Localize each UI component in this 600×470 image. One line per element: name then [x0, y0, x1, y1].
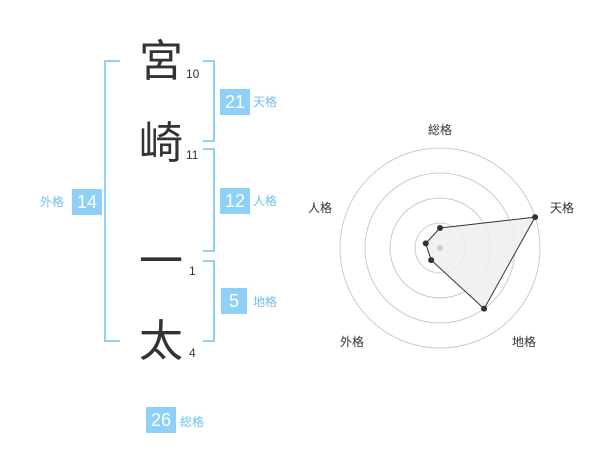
name-char-2: 崎: [139, 118, 183, 169]
gaikaku-bracket: [104, 60, 120, 342]
name-char-1: 宮: [139, 36, 183, 87]
radar-axis-label-soukaku: 総格: [428, 122, 452, 137]
name-char-3: 一: [139, 236, 183, 287]
radar-point-3: [428, 257, 435, 264]
radar-point-4: [422, 240, 429, 247]
radar-chart: 総格 天格 地格 外格 人格: [308, 122, 574, 349]
radar-axis-label-chikaku: 地格: [512, 334, 536, 349]
jinkaku-bracket: [203, 148, 215, 252]
tenkaku-label: 天格: [253, 95, 278, 109]
radar-polygon: [425, 216, 537, 310]
radar-point-1: [532, 214, 539, 221]
chikaku-label: 地格: [253, 295, 278, 309]
stroke-count-4: 4: [189, 346, 196, 360]
radar-ring-4: [339, 147, 541, 349]
stroke-count-3: 1: [189, 264, 196, 278]
soukaku-label: 総格: [180, 415, 205, 429]
radar-point-2: [481, 305, 488, 312]
tenkaku-badge: 21: [220, 89, 250, 115]
gaikaku-label: 外格: [40, 195, 65, 209]
tenkaku-bracket: [203, 60, 215, 142]
jinkaku-label: 人格: [253, 194, 278, 208]
soukaku-badge: 26: [146, 407, 176, 433]
radar-point-0: [437, 225, 443, 231]
jinkaku-badge: 12: [220, 188, 250, 214]
name-char-4: 太: [139, 316, 183, 367]
chikaku-badge: 5: [221, 288, 247, 314]
radar-axis-label-gaikaku: 外格: [340, 334, 364, 349]
radar-axis-label-tenkaku: 天格: [550, 200, 574, 215]
radar-center: [437, 245, 443, 251]
gaikaku-badge: 14: [72, 189, 102, 215]
stroke-count-2: 11: [186, 148, 199, 162]
chikaku-bracket: [203, 260, 215, 342]
radar-axis-label-jinkaku: 人格: [308, 200, 332, 215]
stroke-count-1: 10: [186, 67, 200, 81]
